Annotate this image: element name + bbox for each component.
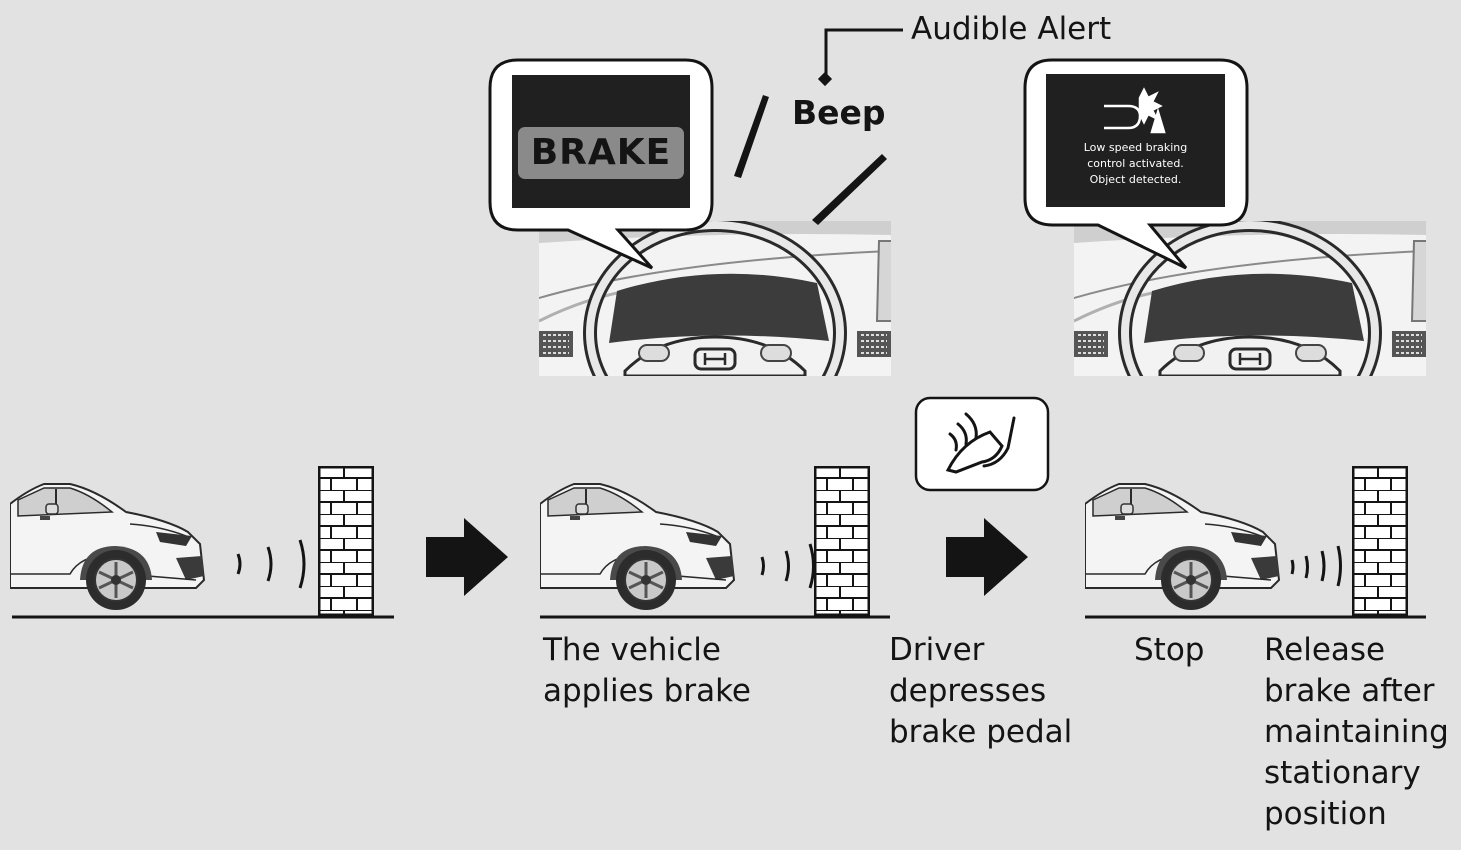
scene-approach (10, 466, 394, 619)
scene-stop (1085, 466, 1426, 619)
step-driver-depresses-pedal: Driver depresses brake pedal (889, 632, 1073, 750)
brake-pedal-callout (914, 396, 1050, 492)
arrow-right-icon (946, 518, 1028, 596)
step-stop: Stop (1134, 632, 1205, 668)
display-screen (1046, 74, 1225, 207)
step-release-brake: Release brake after maintaining stationa… (1264, 632, 1449, 832)
vehicle-stopped (1085, 482, 1281, 612)
audible-alert-label: Audible Alert (911, 11, 1112, 47)
brick-wall (814, 466, 870, 616)
sensor-waves (760, 543, 815, 589)
display-message-line: control activated. (1087, 157, 1184, 170)
arrow-right-icon (426, 518, 508, 596)
vehicle-approach (10, 482, 206, 612)
brake-badge (518, 127, 684, 179)
display-callout-brake (488, 58, 714, 270)
scene-brake (540, 466, 890, 619)
collision-warning-icon (1104, 87, 1166, 134)
audible-alert-leader (817, 28, 903, 87)
beep-label: Beep (792, 93, 886, 132)
beep-sound-lines (734, 95, 887, 225)
dashboard-steering-wheel (1064, 221, 1426, 441)
brick-wall (318, 466, 374, 616)
dashboard-steering-wheel (529, 221, 891, 441)
display-message-text: Low speed braking control activated. Obj… (1046, 140, 1225, 188)
display-brake-text: BRAKE (530, 132, 672, 173)
sensor-waves (236, 539, 306, 589)
sensor-waves (1290, 545, 1342, 587)
foot-pedal-icon (945, 412, 1016, 474)
step-vehicle-applies-brake: The vehicle applies brake (543, 632, 751, 709)
display-callout-message (1023, 58, 1249, 270)
display-message-line: Low speed braking (1083, 141, 1188, 154)
vehicle-braking (540, 482, 736, 612)
display-message-line: Object detected. (1089, 173, 1182, 186)
brick-wall (1352, 466, 1408, 616)
